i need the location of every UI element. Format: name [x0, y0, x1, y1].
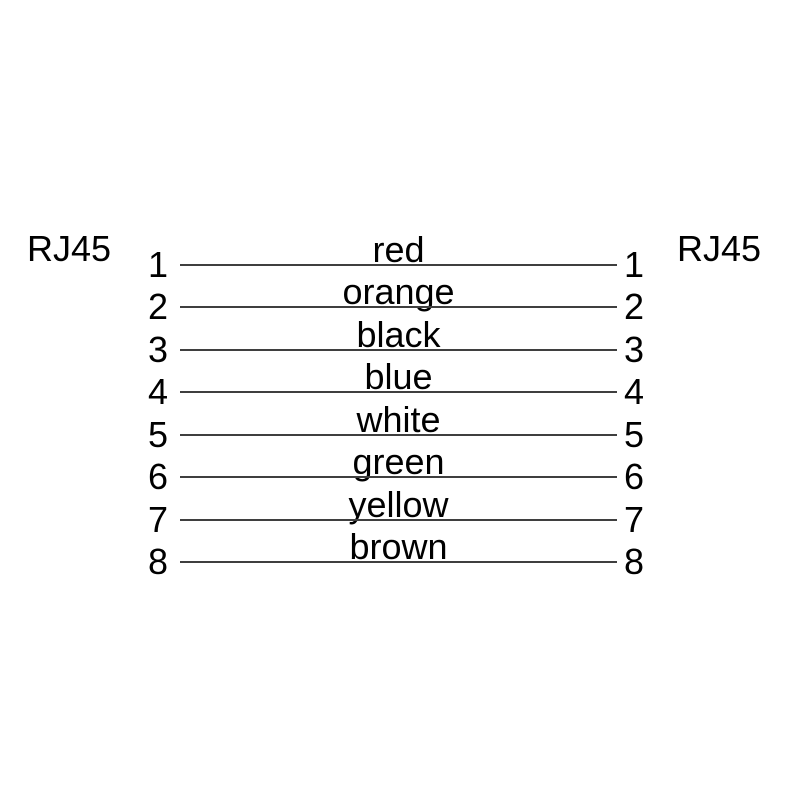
right-connector-label: RJ45	[677, 228, 762, 269]
wire-color-label: blue	[364, 356, 433, 397]
wire-color-label: brown	[349, 526, 448, 567]
left-pin-number: 3	[147, 329, 168, 370]
right-pin-number: 5	[624, 414, 645, 455]
left-connector-label: RJ45	[27, 228, 112, 269]
right-pin-number: 7	[624, 499, 645, 540]
left-pin-number: 5	[147, 414, 168, 455]
wire-color-label: green	[352, 441, 445, 482]
wire-line	[180, 306, 617, 308]
wire-color-label: red	[372, 229, 425, 270]
right-pin-number: 6	[624, 456, 645, 497]
wire-color-label: yellow	[348, 484, 449, 525]
right-pin-number: 4	[624, 371, 645, 412]
left-pin-number: 2	[147, 286, 168, 327]
left-pin-number: 4	[147, 371, 168, 412]
left-pin-number: 8	[147, 541, 168, 582]
wire-color-label: white	[356, 399, 441, 440]
wire-line	[180, 561, 617, 563]
wire-line	[180, 476, 617, 478]
right-pin-number: 3	[624, 329, 645, 370]
left-pin-number: 7	[147, 499, 168, 540]
right-pin-number: 8	[624, 541, 645, 582]
wire-line	[180, 264, 617, 266]
wire-line	[180, 349, 617, 351]
wire-line	[180, 391, 617, 393]
right-pin-number: 1	[624, 244, 645, 285]
left-pin-number: 1	[147, 244, 168, 285]
right-pin-number: 2	[624, 286, 645, 327]
wire-line	[180, 519, 617, 521]
wire-color-label: black	[356, 314, 441, 355]
left-pin-number: 6	[147, 456, 168, 497]
wire-color-label: orange	[342, 271, 455, 312]
wire-line	[180, 434, 617, 436]
